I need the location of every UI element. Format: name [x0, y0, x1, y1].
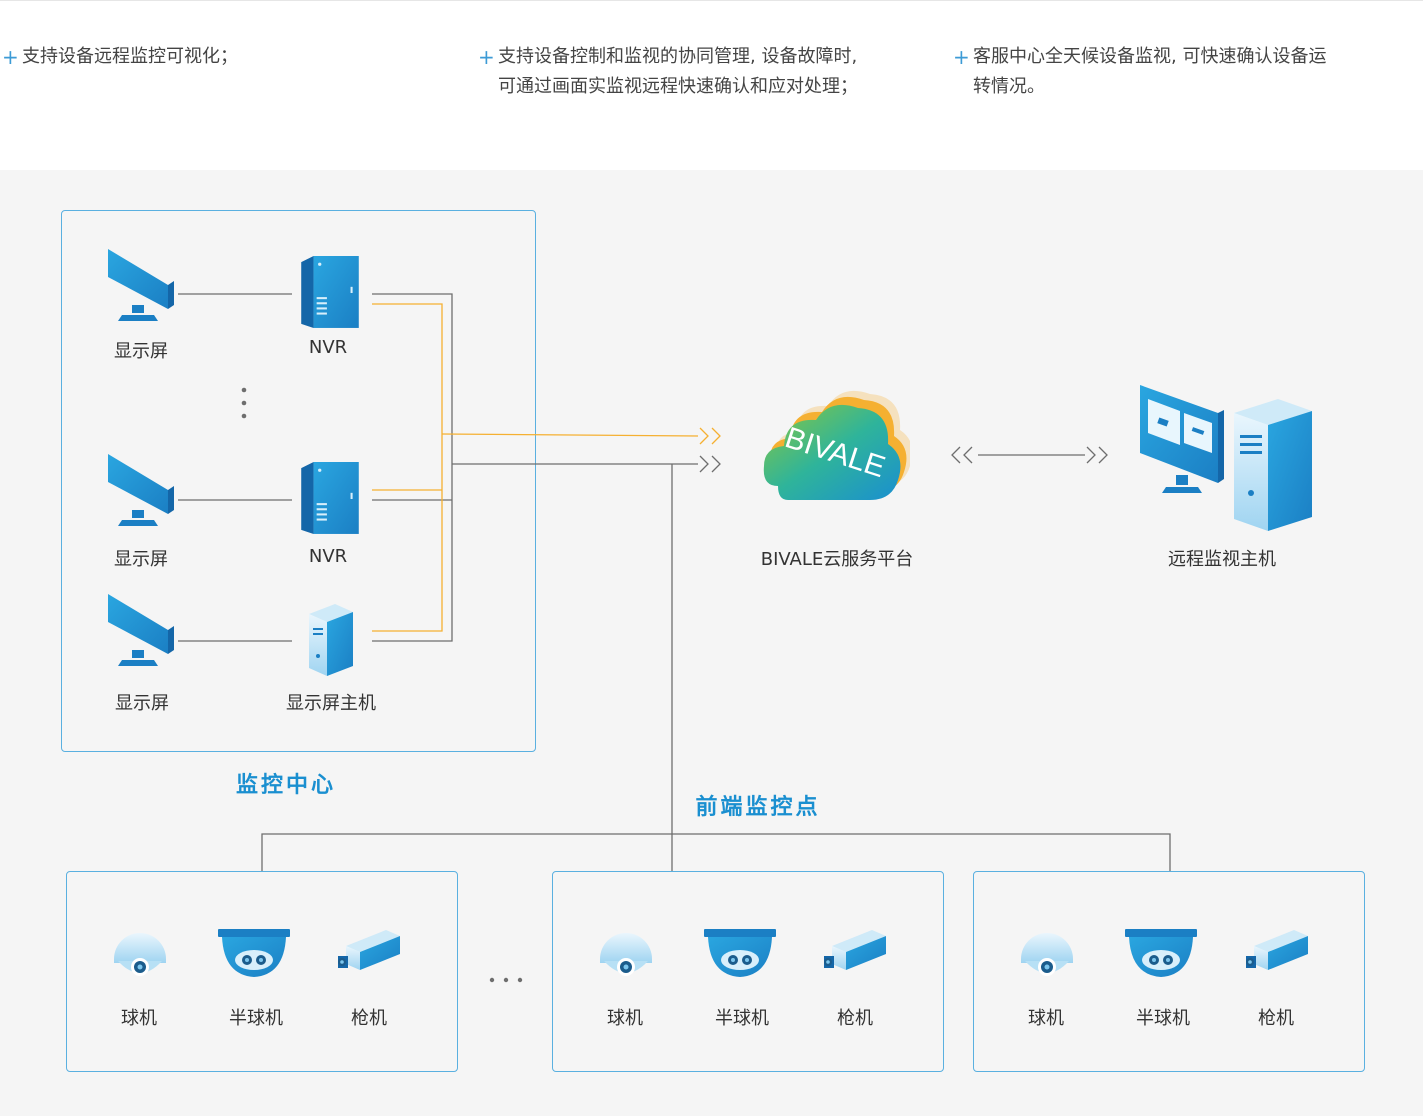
bullet-camera-icon	[332, 928, 404, 976]
half-dome-camera-icon	[216, 927, 292, 983]
dome-camera-icon	[596, 925, 656, 985]
feature-3: + 客服中心全天候设备监视, 可快速确认设备运 转情况。	[953, 42, 1327, 102]
monitor-icon	[106, 247, 176, 327]
feature-1-line-1: 支持设备远程监控可视化；	[22, 46, 238, 67]
monitoring-center-title: 监控中心	[235, 773, 337, 798]
cam-label: 枪机	[837, 1008, 873, 1029]
cloud-platform-label: BIVALE云服务平台	[760, 549, 914, 570]
monitor-icon	[106, 452, 176, 532]
cam-label: 枪机	[351, 1008, 387, 1029]
display-label-3: 显示屏	[115, 693, 169, 714]
half-dome-camera-icon	[1123, 927, 1199, 983]
top-divider	[0, 0, 1423, 1]
front-monitoring-title: 前端监控点	[695, 795, 821, 820]
feature-2: + 支持设备控制和监视的协同管理, 设备故障时, 可通过画面实监视远程快速确认和…	[478, 42, 858, 102]
cam-label: 球机	[607, 1008, 643, 1029]
half-dome-camera-icon	[702, 927, 778, 983]
display-label-1: 显示屏	[114, 341, 168, 362]
bullet-camera-icon	[1240, 928, 1312, 976]
host-computer-icon	[304, 604, 356, 676]
nvr-label-1: NVR	[308, 337, 348, 358]
cam-label: 半球机	[229, 1008, 283, 1029]
feature-3-line-1: 客服中心全天候设备监视, 可快速确认设备运	[973, 46, 1327, 67]
cloud-platform-icon: BIVALE	[763, 391, 910, 500]
cam-label: 半球机	[715, 1008, 769, 1029]
feature-3-line-2: 转情况。	[973, 76, 1045, 97]
cam-label: 枪机	[1258, 1008, 1294, 1029]
plus-icon: +	[2, 45, 19, 69]
nvr-server-icon	[298, 256, 362, 330]
cam-label: 半球机	[1136, 1008, 1190, 1029]
plus-icon: +	[478, 45, 495, 69]
feature-2-line-1: 支持设备控制和监视的协同管理, 设备故障时,	[498, 46, 858, 67]
remote-host-label: 远程监视主机	[1168, 549, 1276, 570]
feature-2-line-2: 可通过画面实监视远程快速确认和应对处理；	[498, 76, 858, 97]
cam-label: 球机	[121, 1008, 157, 1029]
nvr-label-2: NVR	[308, 546, 348, 567]
nvr-server-icon	[298, 462, 362, 536]
cam-label: 球机	[1028, 1008, 1064, 1029]
dome-camera-icon	[1017, 925, 1077, 985]
monitor-icon	[106, 592, 176, 672]
remote-host-icon	[1140, 385, 1312, 531]
plus-icon: +	[953, 45, 970, 69]
host-label: 显示屏主机	[286, 693, 376, 714]
display-label-2: 显示屏	[114, 549, 168, 570]
dome-camera-icon	[110, 925, 170, 985]
bullet-camera-icon	[818, 928, 890, 976]
feature-1: + 支持设备远程监控可视化；	[2, 42, 238, 72]
